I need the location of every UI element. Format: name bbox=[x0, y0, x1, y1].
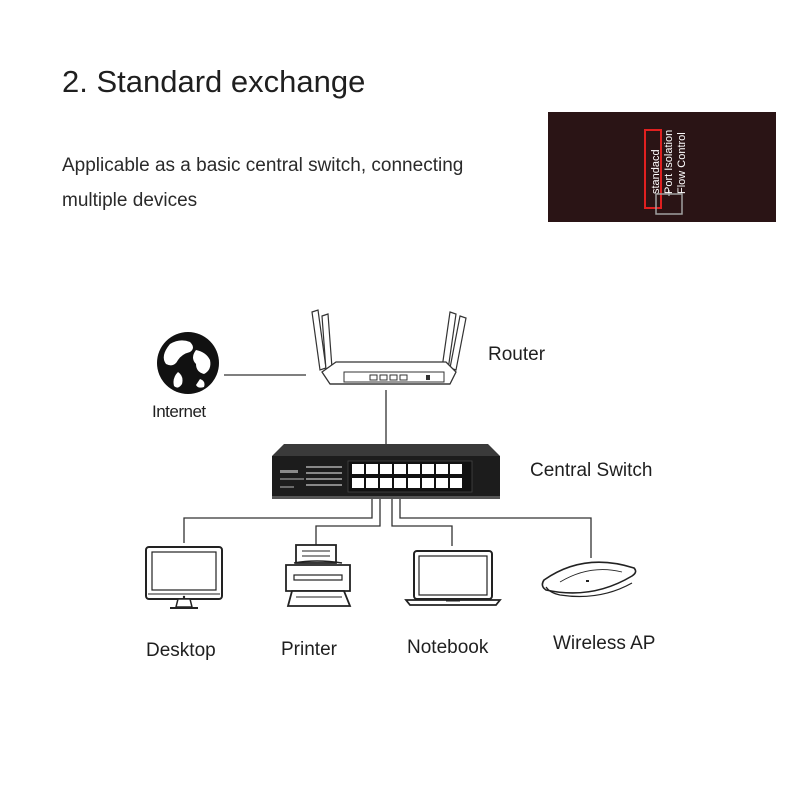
dip-option-3: Flow Control bbox=[676, 132, 688, 194]
printer-label: Printer bbox=[281, 639, 337, 660]
dip-option-1: standacd bbox=[650, 149, 662, 194]
link-switch-notebook bbox=[391, 497, 453, 546]
notebook-label: Notebook bbox=[407, 637, 489, 658]
central-switch-label: Central Switch bbox=[530, 460, 653, 481]
globe-icon bbox=[157, 332, 219, 394]
link-switch-desktop bbox=[183, 497, 373, 543]
internet-label: Internet bbox=[152, 402, 206, 421]
router-label: Router bbox=[488, 344, 546, 365]
dip-switch-panel: standacd Port Isolation Flow Control bbox=[548, 112, 776, 222]
wireless-ap-label: Wireless AP bbox=[553, 633, 656, 654]
dip-option-2: Port Isolation bbox=[663, 130, 675, 194]
selection-bracket-red bbox=[644, 129, 662, 209]
connection-lines bbox=[183, 374, 592, 558]
switch-icon bbox=[272, 444, 500, 499]
page-description: Applicable as a basic central switch, co… bbox=[62, 155, 464, 211]
router-icon bbox=[311, 309, 467, 385]
laptop-icon bbox=[404, 550, 502, 606]
desktop-monitor-icon bbox=[145, 546, 223, 609]
printer-icon bbox=[285, 544, 352, 607]
dip-switch-graphic: standacd Port Isolation Flow Control bbox=[644, 129, 688, 215]
access-point-icon bbox=[541, 561, 637, 598]
desktop-label: Desktop bbox=[146, 640, 216, 661]
link-switch-printer bbox=[315, 497, 381, 545]
link-switch-ap bbox=[399, 497, 592, 558]
page-title: 2. Standard exchange bbox=[62, 64, 366, 99]
